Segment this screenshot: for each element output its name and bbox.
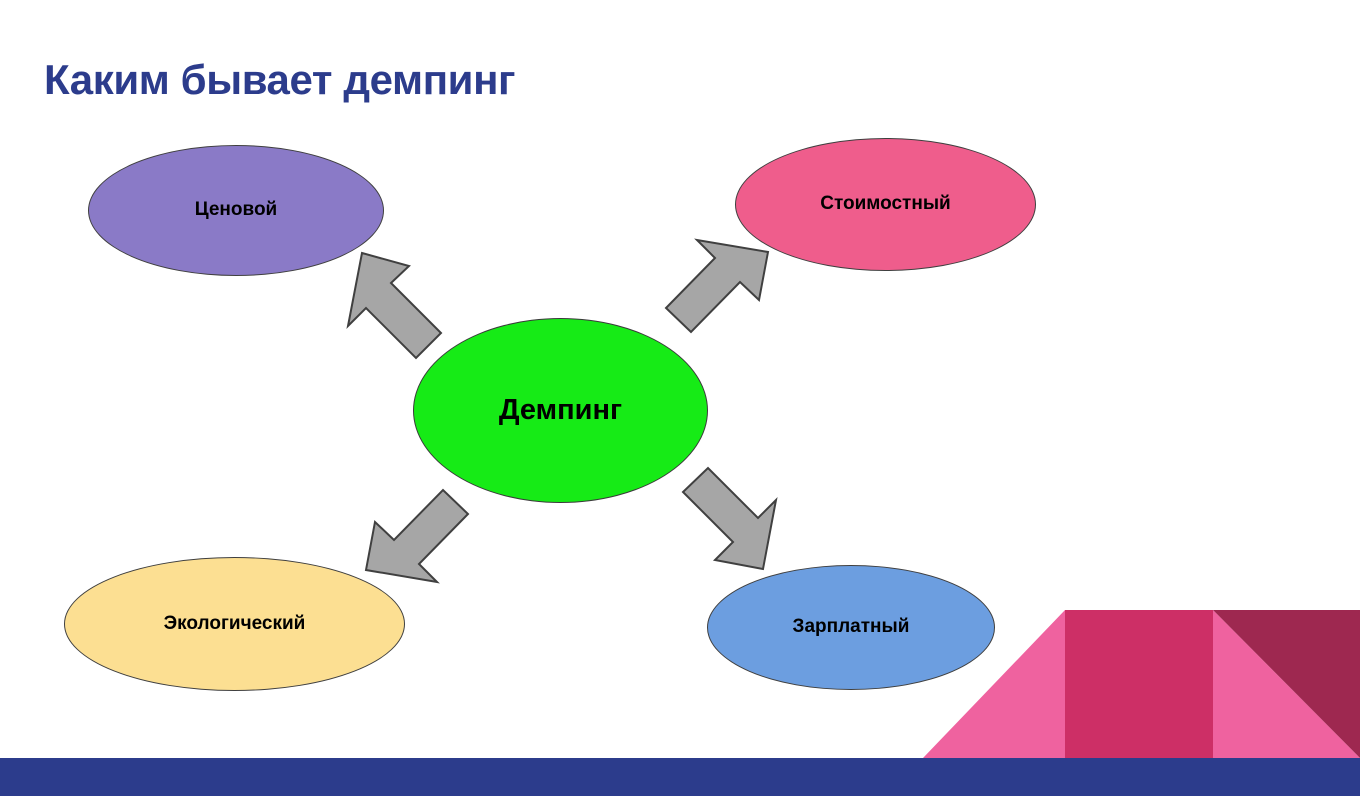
arrow-up-left-icon: [346, 251, 443, 360]
arrow-down-left-icon: [364, 488, 470, 584]
diagram-node-cost[interactable]: Стоимостный: [735, 138, 1036, 271]
footer-bar: [0, 758, 1360, 796]
diagram-node-cost-label: Стоимостный: [820, 193, 951, 215]
page-title: Каким бывает демпинг: [44, 56, 516, 103]
diagram-node-price-label: Ценовой: [194, 199, 278, 221]
diagram-node-eco[interactable]: Экологический: [64, 557, 405, 691]
diagram-node-salary-label: Зарплатный: [792, 616, 910, 638]
arrow-up-right-icon: [664, 238, 770, 334]
diagram-node-center-label: Демпинг: [498, 393, 623, 426]
diagram-node-salary[interactable]: Зарплатный: [707, 565, 995, 690]
diagram-node-price[interactable]: Ценовой: [88, 145, 384, 276]
diagram-node-eco-label: Экологический: [163, 612, 306, 634]
diagram-node-center[interactable]: Демпинг: [413, 318, 708, 503]
arrow-down-right-icon: [681, 466, 778, 571]
